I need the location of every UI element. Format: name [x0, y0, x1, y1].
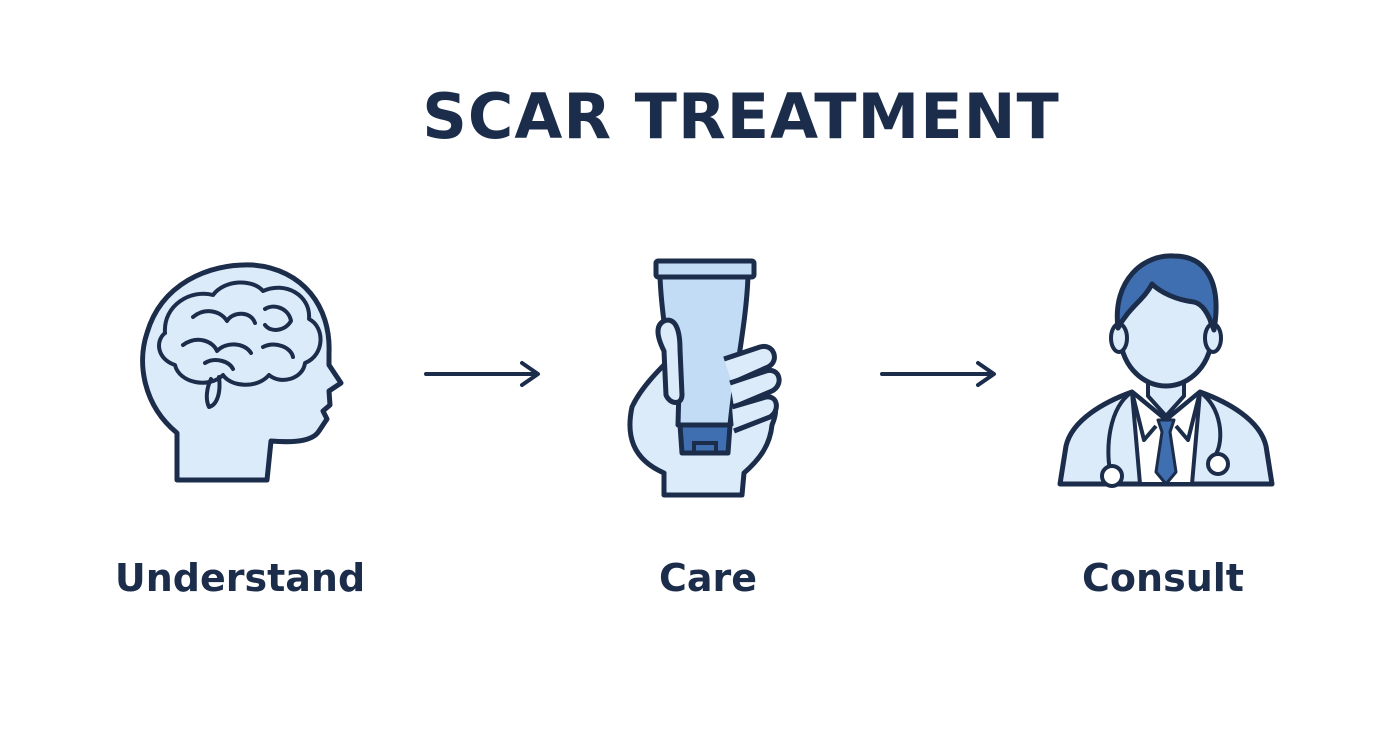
hand-holding-tube-icon — [627, 258, 782, 498]
step-label-consult: Consult — [1082, 556, 1244, 600]
step-label-care: Care — [658, 556, 758, 600]
diagram-title: SCAR TREATMENT — [422, 80, 1060, 153]
doctor-icon — [1057, 253, 1275, 488]
arrow-right-icon — [880, 361, 996, 387]
step-label-understand: Understand — [114, 556, 366, 600]
arrow-right-icon — [424, 361, 540, 387]
head-brain-icon — [140, 262, 344, 483]
